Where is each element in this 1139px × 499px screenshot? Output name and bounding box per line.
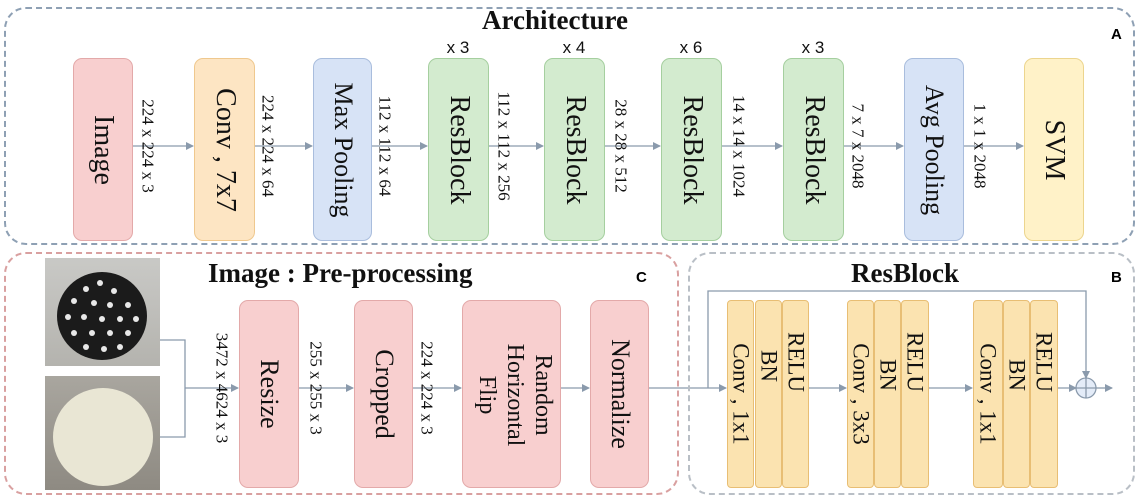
cropped-block-label: Cropped: [369, 349, 399, 439]
conv-block: Conv , 7x7: [194, 58, 255, 241]
image-block: Image: [73, 58, 133, 241]
dim-label-7: 7 x 7 x 2048: [848, 103, 868, 189]
avgpool-block-label: Avg Pooling: [920, 84, 949, 215]
photo-connector-top: [160, 339, 186, 388]
svm-block: SVM: [1024, 58, 1084, 241]
disc-marker-dot: [125, 330, 131, 336]
dim-label-8: 1 x 1 x 2048: [970, 103, 990, 189]
preprocessing-panel-letter: C: [636, 269, 647, 286]
sample-photo-plain-disc: [45, 376, 160, 490]
random-flip-label-line1: Random: [530, 354, 556, 436]
random-flip-label-line2: Horizontal: [502, 343, 528, 447]
random-flip-block: Random Horizontal Flip: [462, 300, 561, 488]
dim-label-5: 28 x 28 x 512: [611, 99, 631, 193]
relu-layer-3: RELU: [1030, 300, 1058, 488]
random-flip-label-line3: Flip: [474, 375, 500, 415]
resblock-panel-letter: B: [1111, 269, 1122, 286]
sample-photo-dotted-disc: [45, 258, 160, 366]
preprocessing-title: Image : Pre-processing: [208, 258, 473, 288]
resblock-2-label: ResBlock: [559, 95, 591, 204]
normalize-block-label: Normalize: [605, 339, 635, 449]
avgpool-block: Avg Pooling: [904, 58, 964, 241]
resblock-1-label: ResBlock: [443, 95, 475, 204]
bn-layer-2: RELU: [901, 300, 929, 488]
resblock-1: ResBlock: [428, 58, 489, 241]
relu-layer-1-label: RELU: [783, 332, 808, 393]
relu-layer-2-label: RELU: [902, 332, 928, 393]
disc-marker-dot: [107, 330, 113, 336]
bn-layer-3-label: BN: [1004, 359, 1029, 392]
normalize-block: Normalize: [590, 300, 649, 488]
relu-layer-2: BN: [874, 300, 901, 488]
resblock-3-multiplier: x 6: [679, 38, 703, 57]
resblock-2: ResBlock: [544, 58, 605, 241]
conv-layer-3-label: Conv , 1x1: [975, 343, 1001, 445]
disc-marker-dot: [97, 280, 103, 286]
resblock-4-label: ResBlock: [798, 95, 830, 204]
disc-marker-dot: [71, 298, 77, 304]
dim-label-1: 224 x 224 x 3: [138, 99, 158, 193]
relu-layer-3-label: RELU: [1031, 332, 1057, 393]
resblock-4: ResBlock: [783, 58, 844, 241]
disc-marker-dot: [117, 344, 123, 350]
pre-dim-label-1: 3472 x 4624 x 3: [212, 332, 232, 444]
resblock-2-multiplier: x 4: [562, 38, 586, 57]
disc-marker-dot: [99, 316, 105, 322]
resblock-3: ResBlock: [661, 58, 722, 241]
disc-marker-dot: [89, 330, 95, 336]
maxpool-block: Max Pooling: [313, 58, 372, 241]
disc-marker-dot: [65, 314, 71, 320]
resblock-panel: [688, 252, 1135, 495]
conv-layer-1-label: Conv , 1x1: [728, 343, 753, 445]
conv-block-label: Conv , 7x7: [209, 87, 241, 212]
dim-label-4: 112 x 112 x 256: [494, 91, 514, 201]
pre-dim-label-2: 255 x 255 x 3: [306, 341, 326, 435]
disc-marker-dot: [107, 302, 113, 308]
architecture-panel: [4, 7, 1135, 245]
architecture-title: Architecture: [482, 5, 628, 35]
conv-layer-1: Conv , 1x1: [727, 300, 754, 488]
conv-layer-3: Conv , 1x1: [973, 300, 1003, 488]
disc-marker-dot: [101, 346, 107, 352]
disc-marker-dot: [83, 344, 89, 350]
dim-label-3: 112 x 112 x 64: [375, 95, 395, 197]
conv-layer-2: Conv , 3x3: [847, 300, 874, 488]
skip-connection: [707, 290, 1090, 388]
resblock-title: ResBlock: [851, 258, 959, 288]
photo-connector-bottom: [160, 388, 186, 438]
svm-block-label: SVM: [1039, 119, 1070, 180]
image-block-label: Image: [88, 114, 119, 185]
plain-disc: [53, 388, 153, 486]
bn-layer-1: BN: [755, 300, 782, 488]
resblock-3-label: ResBlock: [676, 95, 708, 204]
disc-marker-dot: [91, 300, 97, 306]
architecture-panel-letter: A: [1111, 26, 1122, 43]
disc-marker-dot: [81, 314, 87, 320]
relu-layer-1: RELU: [782, 300, 809, 488]
bn-layer-1-label: BN: [756, 350, 781, 383]
preprocessing-panel: [4, 252, 679, 495]
disc-marker-dot: [83, 286, 89, 292]
conv-layer-2-label: Conv , 3x3: [848, 343, 873, 445]
dim-label-6: 14 x 14 x 1024: [729, 95, 749, 197]
maxpool-block-label: Max Pooling: [328, 81, 358, 218]
bn-layer-3: BN: [1003, 300, 1030, 488]
cropped-block: Cropped: [354, 300, 413, 488]
resblock-1-multiplier: x 3: [446, 38, 470, 57]
disc-marker-dot: [71, 330, 77, 336]
disc-marker-dot: [133, 316, 139, 322]
resize-block-label: Resize: [255, 359, 284, 429]
disc-marker-dot: [117, 316, 123, 322]
resblock-4-multiplier: x 3: [801, 38, 825, 57]
disc-marker-dot: [125, 302, 131, 308]
resize-block: Resize: [239, 300, 299, 488]
dim-label-2: 224 x 224 x 64: [258, 95, 278, 197]
disc-marker-dot: [111, 288, 117, 294]
pre-dim-label-3: 224 x 224 x 3: [417, 341, 437, 435]
bn-layer-2-label: BN: [875, 359, 900, 392]
